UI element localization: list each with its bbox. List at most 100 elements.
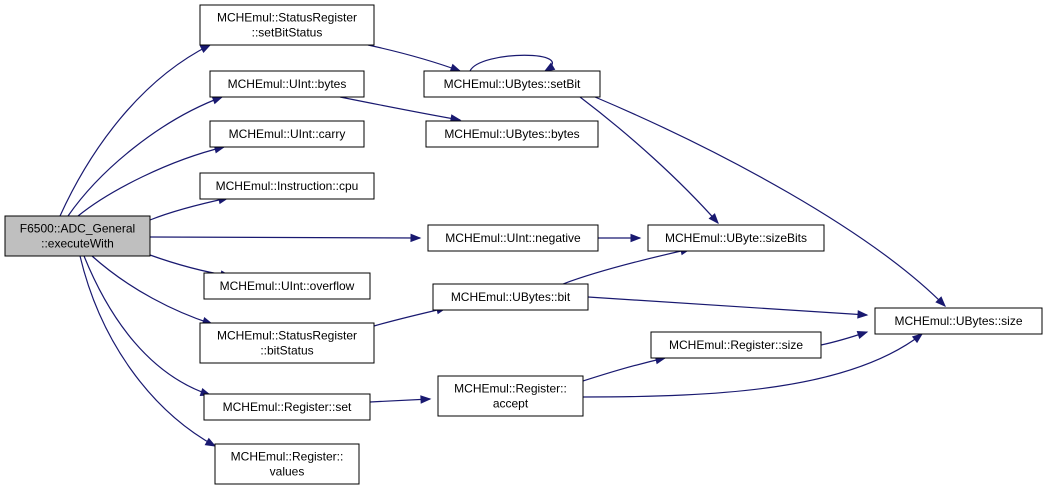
edge-line — [149, 197, 229, 221]
edge-line — [91, 255, 213, 325]
edge-uint_bytes-to-ubytes_bytes — [339, 96, 462, 123]
edge-reg_set-to-reg_accept — [369, 395, 432, 404]
edge-root-to-sr_setBitStatus — [59, 44, 212, 217]
arrowhead-icon — [708, 213, 719, 225]
arrowhead-icon — [630, 233, 642, 243]
node-box — [203, 272, 371, 300]
node-sr-setBitStatus[interactable]: MCHEmul::StatusRegister::setBitStatus — [199, 4, 375, 46]
node-box — [427, 224, 599, 252]
arrowhead-icon — [543, 62, 556, 72]
edge-root-to-sr_bitStatus — [91, 255, 214, 326]
node-label: ::bitStatus — [260, 344, 313, 358]
node-reg-size[interactable]: MCHEmul::Register::size — [650, 331, 822, 359]
arrowhead-icon — [935, 296, 946, 307]
node-sr-bitStatus[interactable]: MCHEmul::StatusRegister::bitStatus — [199, 322, 375, 364]
edge-reg_accept-to-ubytes_size — [582, 333, 924, 398]
node-uint-bytes[interactable]: MCHEmul::UInt::bytes — [209, 70, 365, 98]
edge-ubytes_setBit-to-ubytes_setBit — [469, 54, 556, 72]
edge-root-to-uint_bytes — [67, 96, 224, 217]
node-ubytes-bit[interactable]: MCHEmul::UBytes::bit — [432, 283, 589, 311]
node-ubyte-sizeBits[interactable]: MCHEmul::UByte::sizeBits — [647, 224, 825, 252]
edge-root-to-instr_cpu — [149, 195, 230, 221]
node-box — [214, 443, 360, 485]
node-reg-accept[interactable]: MCHEmul::Register::accept — [437, 375, 584, 417]
edge-uint_negative-to-ubyte_sizeBits — [597, 233, 642, 243]
node-label: MCHEmul::Register:: — [231, 450, 344, 464]
edge-line — [79, 255, 216, 447]
node-reg-set[interactable]: MCHEmul::Register::set — [203, 393, 371, 421]
node-box — [199, 322, 375, 364]
node-label: MCHEmul::UInt::carry — [229, 127, 346, 141]
arrowhead-icon — [856, 330, 869, 340]
edge-line — [587, 296, 868, 316]
edge-line — [83, 255, 211, 396]
node-uint-overflow[interactable]: MCHEmul::UInt::overflow — [203, 272, 371, 300]
edge-line — [562, 248, 691, 285]
arrowhead-icon — [199, 44, 212, 54]
edge-line — [77, 146, 225, 217]
node-label: MCHEmul::UBytes::setBit — [444, 77, 581, 91]
edge-line — [149, 236, 421, 239]
node-box — [425, 120, 599, 148]
node-label: MCHEmul::UInt::overflow — [220, 279, 355, 293]
node-uint-carry[interactable]: MCHEmul::UInt::carry — [209, 120, 365, 148]
edge-line — [373, 307, 447, 327]
node-label: ::setBitStatus — [252, 26, 323, 40]
node-box — [209, 70, 365, 98]
node-label: MCHEmul::Register::size — [669, 338, 803, 352]
edge-ubytes_bit-to-ubyte_sizeBits — [562, 246, 692, 285]
edge-reg_accept-to-reg_size — [582, 355, 667, 382]
node-box — [4, 215, 151, 257]
node-box — [423, 70, 601, 98]
edge-line — [582, 357, 666, 382]
node-box — [199, 4, 375, 46]
edge-line — [339, 96, 461, 121]
node-label: values — [270, 465, 305, 479]
node-label: MCHEmul::UInt::negative — [445, 231, 581, 245]
arrowhead-icon — [204, 437, 217, 447]
node-label: MCHEmul::Register::set — [223, 400, 352, 414]
arrowhead-icon — [449, 63, 462, 72]
node-label: MCHEmul::StatusRegister — [217, 11, 357, 25]
node-uint-negative[interactable]: MCHEmul::UInt::negative — [427, 224, 599, 252]
edges-layer — [59, 44, 946, 447]
edge-ubytes_setBit-to-ubytes_size — [594, 96, 946, 307]
node-label: MCHEmul::Instruction::cpu — [216, 179, 359, 193]
node-label: MCHEmul::UBytes::bytes — [444, 127, 579, 141]
node-box — [874, 307, 1043, 335]
edge-line — [594, 96, 946, 307]
node-ubytes-size[interactable]: MCHEmul::UBytes::size — [874, 307, 1043, 335]
node-label: ::executeWith — [41, 237, 114, 251]
node-box — [432, 283, 589, 311]
edge-line — [582, 333, 923, 398]
edge-root-to-reg_values — [79, 255, 217, 447]
node-box — [647, 224, 825, 252]
edge-root-to-reg_set — [83, 255, 212, 397]
node-instr-cpu[interactable]: MCHEmul::Instruction::cpu — [199, 172, 375, 200]
node-label: MCHEmul::Register:: — [454, 382, 567, 396]
edge-line — [59, 44, 211, 217]
node-box — [209, 120, 365, 148]
node-ubytes-setBit[interactable]: MCHEmul::UBytes::setBit — [423, 70, 601, 98]
node-label: F6500::ADC_General — [20, 222, 135, 236]
arrowhead-icon — [211, 96, 224, 105]
node-root[interactable]: F6500::ADC_General::executeWith — [4, 215, 151, 257]
node-box — [203, 393, 371, 421]
node-label: accept — [493, 397, 529, 411]
edge-line — [367, 44, 461, 72]
node-ubytes-bytes[interactable]: MCHEmul::UBytes::bytes — [425, 120, 599, 148]
node-label: MCHEmul::UInt::bytes — [228, 77, 347, 91]
edge-line — [67, 96, 223, 217]
node-reg-values[interactable]: MCHEmul::Register::values — [214, 443, 360, 485]
edge-ubytes_bit-to-ubytes_size — [587, 296, 869, 319]
node-box — [437, 375, 584, 417]
edge-line — [469, 54, 553, 72]
node-label: MCHEmul::StatusRegister — [217, 329, 357, 343]
edge-ubytes_setBit-to-ubyte_sizeBits — [579, 96, 719, 225]
edge-sr_setBitStatus-to-ubytes_setBit — [367, 44, 462, 72]
edge-line — [579, 96, 719, 224]
arrowhead-icon — [857, 310, 869, 319]
arrowhead-icon — [420, 395, 432, 404]
node-box — [199, 172, 375, 200]
